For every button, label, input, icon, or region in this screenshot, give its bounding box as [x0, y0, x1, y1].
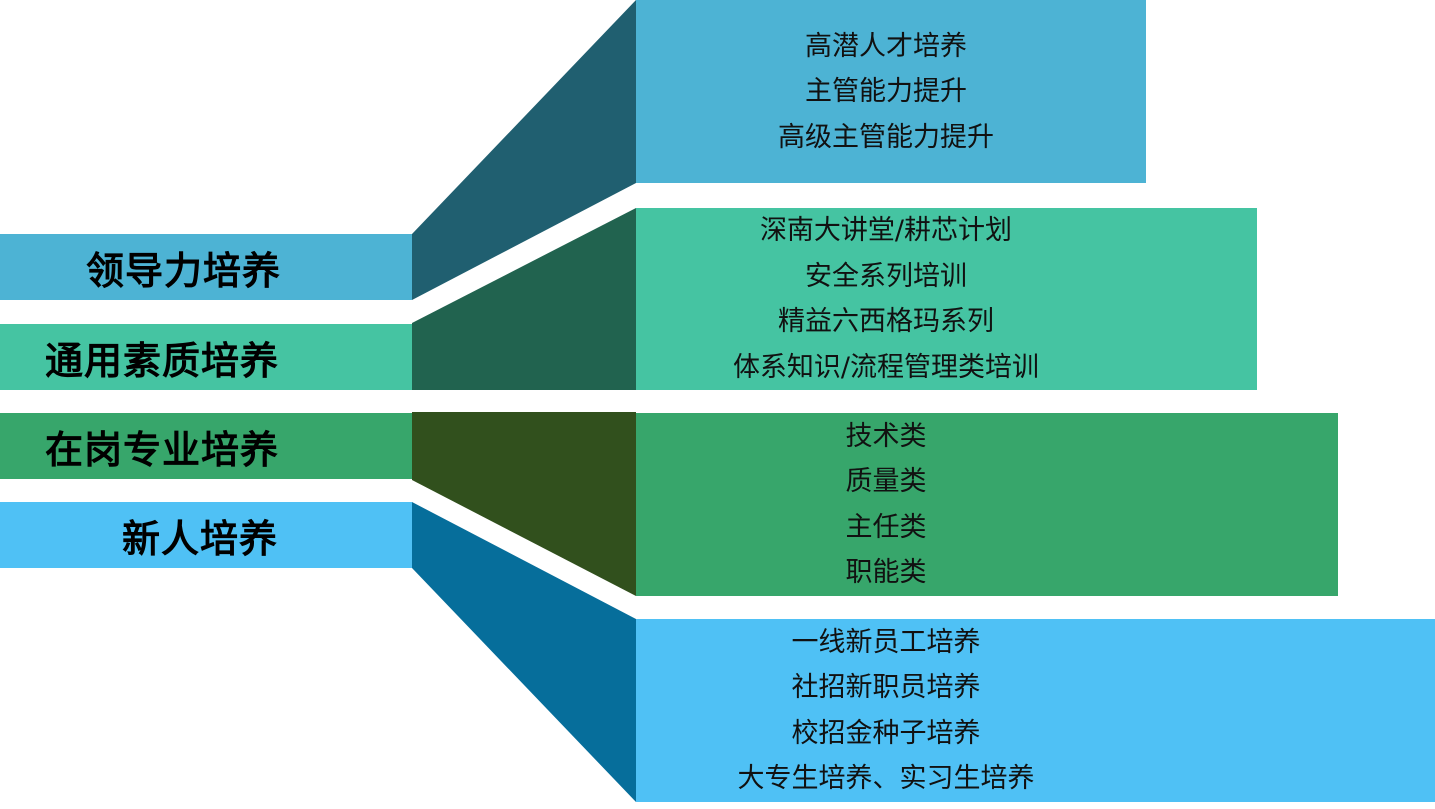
- category-leadership: 领导力培养: [0, 234, 412, 300]
- panel-leadership: 高潜人才培养 主管能力提升 高级主管能力提升: [636, 0, 1146, 183]
- list-item: 主管能力提升: [805, 75, 967, 107]
- category-label: 通用素质培养: [45, 338, 280, 383]
- list-item: 体系知识/流程管理类培训: [732, 351, 1040, 383]
- category-label: 新人培养: [122, 516, 279, 561]
- connector-general: [412, 208, 636, 390]
- list-item: 校招金种子培养: [791, 717, 981, 749]
- list-item: 高潜人才培养: [805, 30, 967, 62]
- list-item: 主任类: [845, 511, 927, 543]
- category-onjob: 在岗专业培养: [0, 413, 412, 479]
- list-item: 职能类: [845, 557, 927, 588]
- list-item: 安全系列培训: [805, 260, 967, 292]
- panel-general: 深南大讲堂/耕芯计划 安全系列培训 精益六西格玛系列 体系知识/流程管理类培训: [636, 208, 1257, 390]
- list-item: 一线新员工培养: [791, 626, 981, 658]
- connector-leadership: [412, 0, 636, 300]
- list-item: 社招新职员培养: [791, 672, 981, 703]
- list-item: 精益六西格玛系列: [778, 306, 994, 337]
- category-label: 领导力培养: [86, 248, 282, 293]
- category-general: 通用素质培养: [0, 324, 412, 390]
- list-item: 技术类: [845, 420, 927, 452]
- list-item: 高级主管能力提升: [778, 121, 994, 153]
- category-newhire: 新人培养: [0, 502, 412, 568]
- connector-onjob: [412, 412, 636, 596]
- category-label: 在岗专业培养: [45, 427, 280, 472]
- list-item: 深南大讲堂/耕芯计划: [759, 215, 1013, 246]
- panel-newhire: 一线新员工培养 社招新职员培养 校招金种子培养 大专生培养、实习生培养: [636, 619, 1435, 802]
- list-item: 大专生培养、实习生培养: [737, 763, 1035, 794]
- panel-onjob: 技术类 质量类 主任类 职能类: [636, 413, 1338, 596]
- connector-newhire: [412, 502, 636, 802]
- list-item: 质量类: [845, 466, 927, 497]
